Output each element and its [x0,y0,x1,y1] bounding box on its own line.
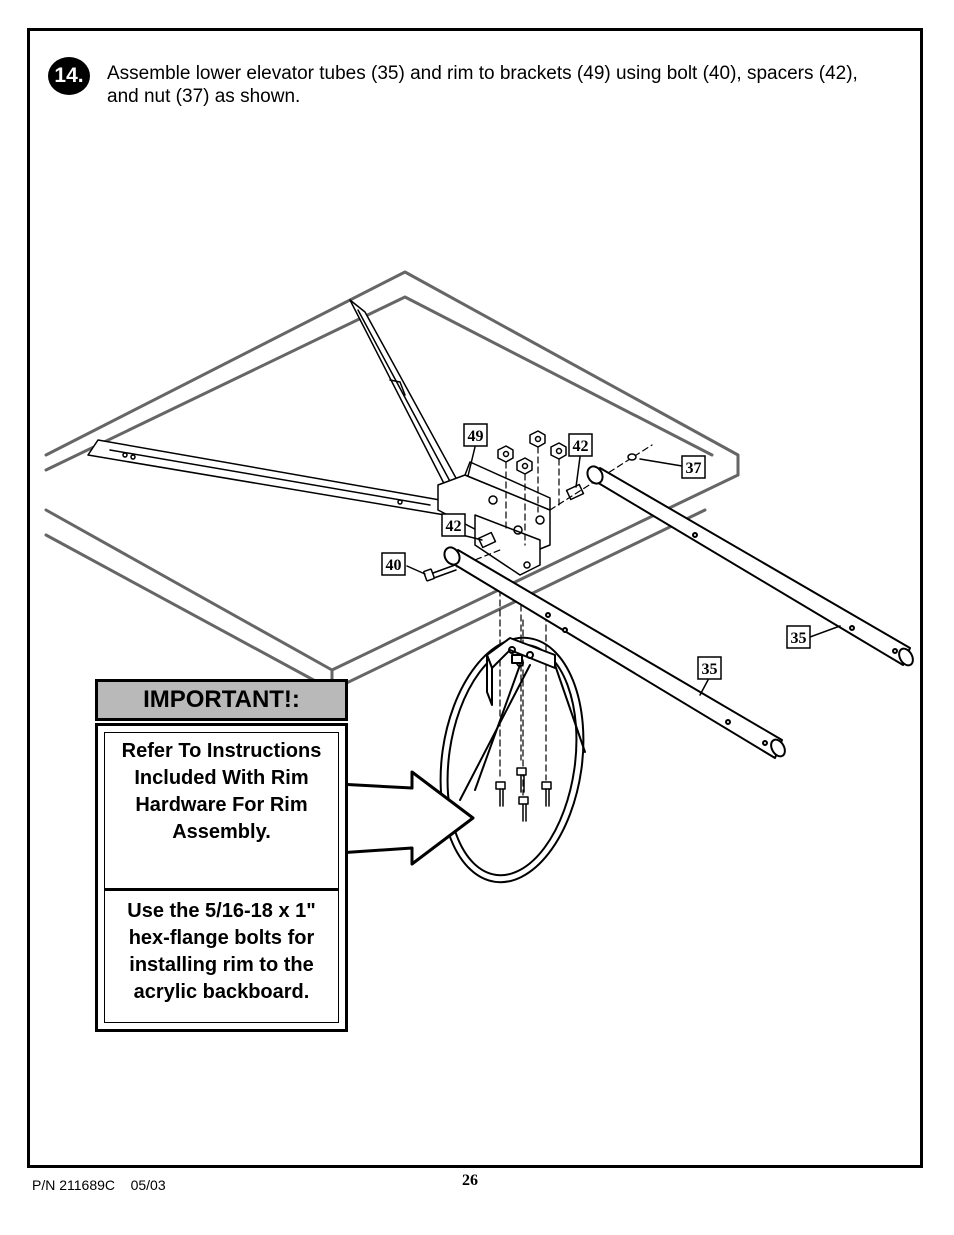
page-border [27,28,923,1168]
bolt-40 [423,564,457,582]
callout-leaders [406,446,841,696]
backboard [44,270,740,692]
step-instruction: Assemble lower elevator tubes (35) and r… [107,63,858,107]
support-arm-upper [349,299,469,506]
callout-35-right: 35 [791,630,807,647]
bolt-spec-note: Use the 5/16-18 x 1" hex-flange bolts fo… [127,900,316,1003]
hex-flange-bolts [495,767,552,822]
callout-35-left: 35 [702,661,718,678]
callout-42-left: 42 [446,518,462,535]
pointer-arrow [336,770,475,866]
callout-42-top: 42 [573,438,589,455]
rim-instructions-note: Refer To Instructions Included With Rim … [121,740,322,843]
callout-40: 40 [386,557,402,574]
important-inner-frame [104,732,339,1023]
callout-37: 37 [686,460,702,477]
nut-37 [627,453,637,461]
important-heading: IMPORTANT!: [95,679,348,721]
spacer-left [477,531,497,549]
basketball-rim [439,636,586,884]
hex-nuts [497,430,567,475]
notice-divider [105,888,338,891]
spacer-top [565,483,585,501]
support-arm-left [87,439,446,516]
part-number: P/N 211689C 05/03 [32,1177,166,1193]
elevator-tube-left [443,546,786,759]
important-notice: Refer To Instructions Included With Rim … [95,723,348,1032]
callout-49: 49 [468,428,484,445]
step-number-badge: 14. [48,57,90,95]
elevator-tube-right [586,465,914,667]
bracket-49 [437,461,551,576]
page-number: 26 [462,1172,478,1189]
